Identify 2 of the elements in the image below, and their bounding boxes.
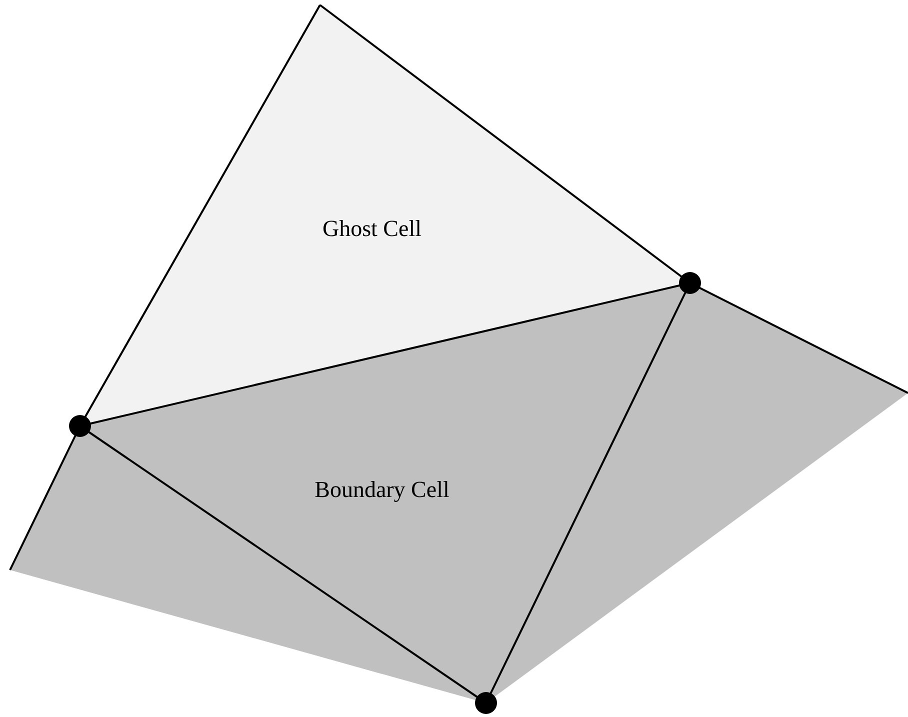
cell-label: Ghost Cell <box>322 216 422 242</box>
cell-label: Boundary Cell <box>314 477 450 503</box>
